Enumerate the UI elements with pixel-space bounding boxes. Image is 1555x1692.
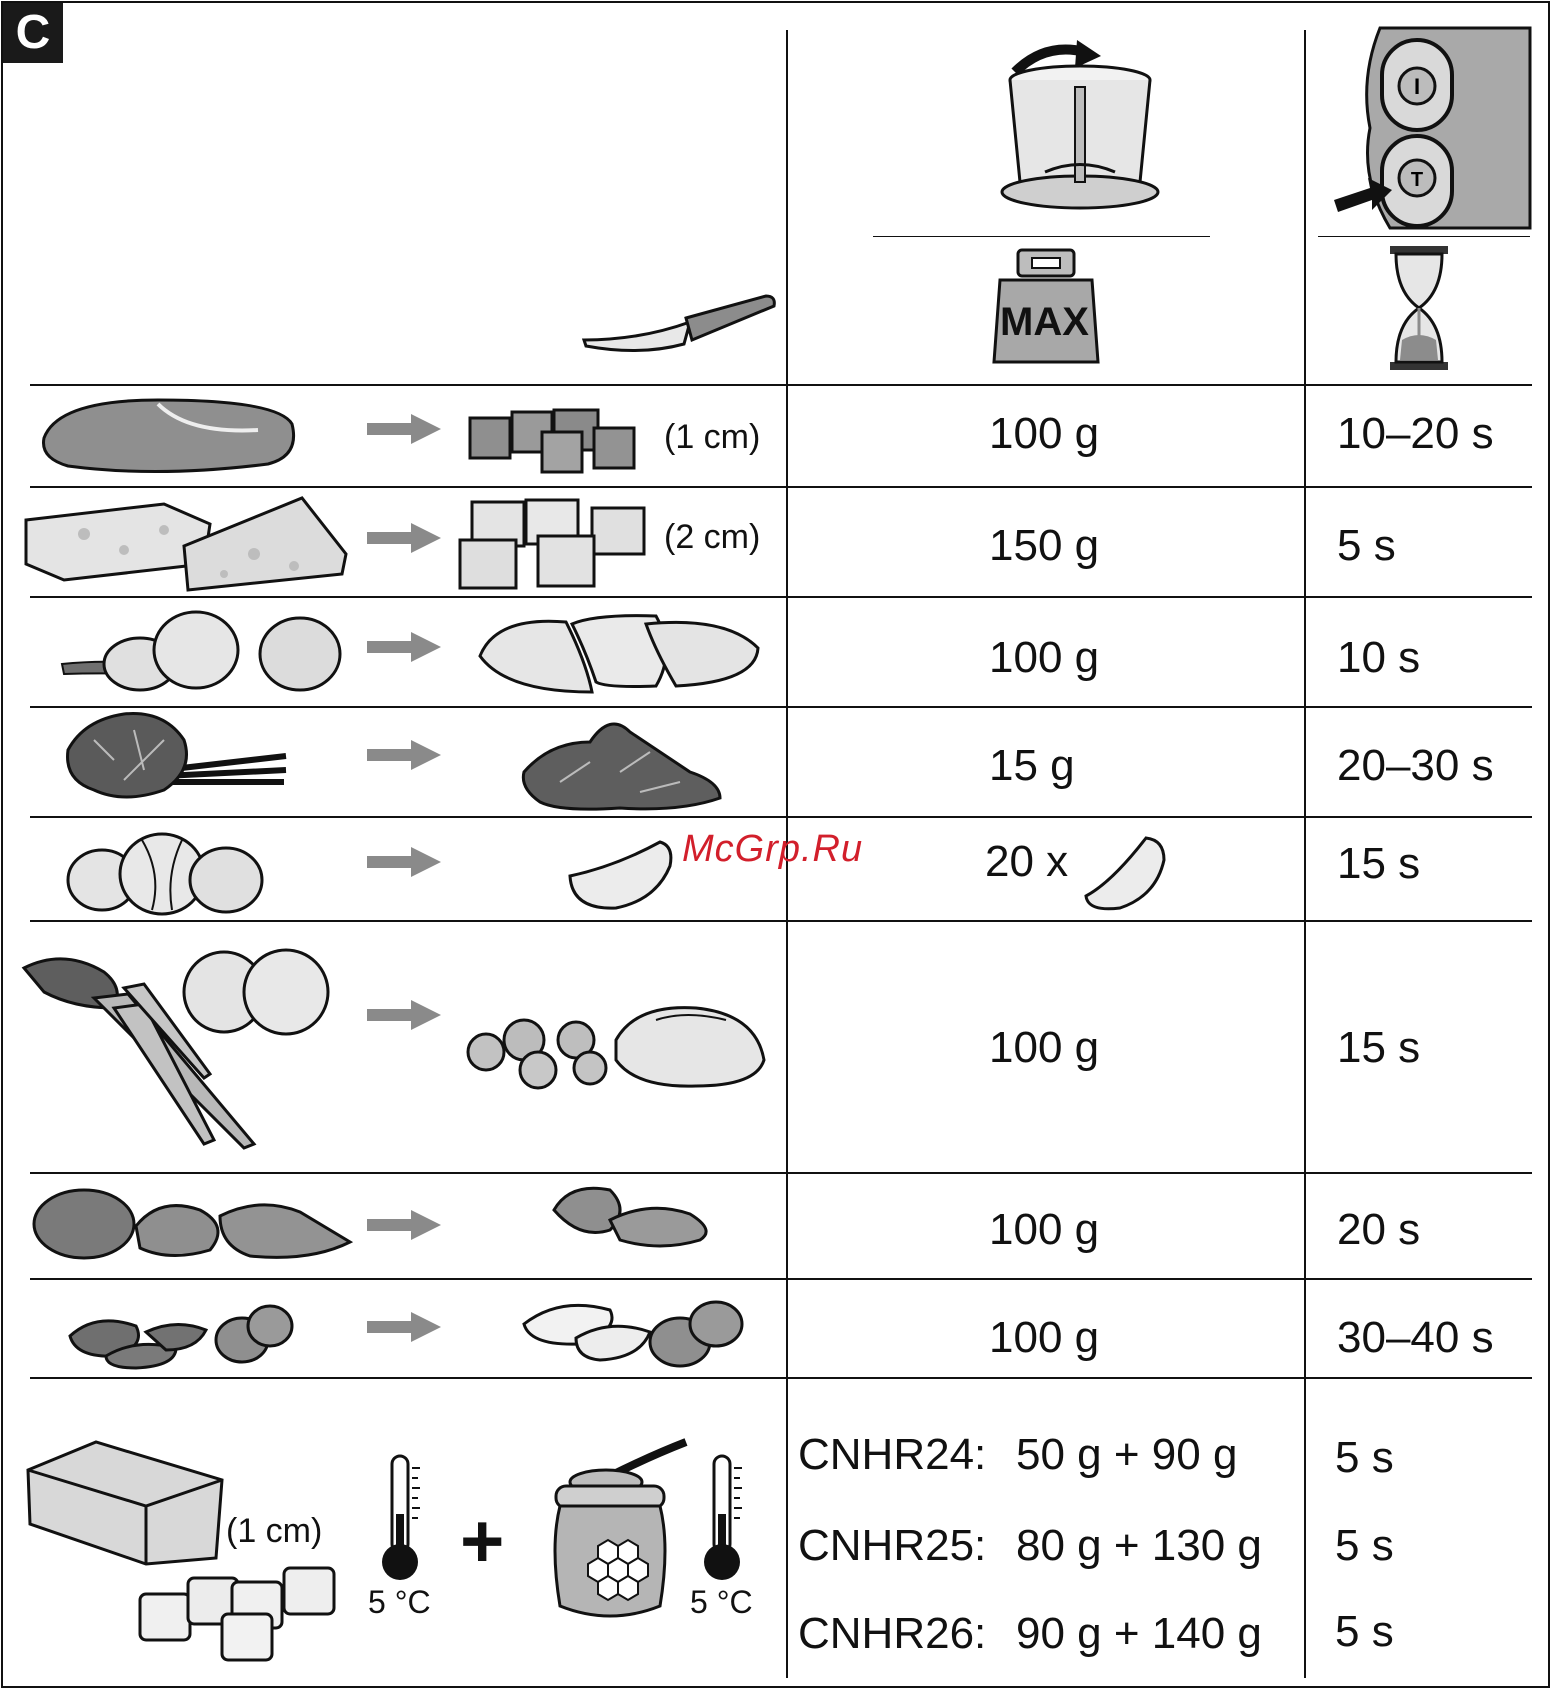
thermometer-icon bbox=[378, 1454, 428, 1584]
row-divider bbox=[30, 384, 1532, 386]
chopper-bowl-icon bbox=[985, 32, 1175, 212]
arrow-icon bbox=[367, 1210, 441, 1240]
time-cell: 10 s bbox=[1337, 636, 1420, 680]
row-divider bbox=[30, 706, 1532, 708]
row-divider bbox=[30, 1172, 1532, 1174]
time-cell: 15 s bbox=[1337, 842, 1420, 886]
herbs-icon bbox=[64, 710, 290, 804]
honey-jar-icon bbox=[550, 1436, 690, 1626]
arrow-icon bbox=[367, 414, 441, 444]
svg-text:T: T bbox=[1411, 169, 1423, 191]
row-divider bbox=[30, 596, 1532, 598]
time-cell: 15 s bbox=[1337, 1026, 1420, 1070]
time-cell: 5 s bbox=[1335, 1436, 1394, 1480]
garlic-clove-icon bbox=[1082, 832, 1168, 912]
temperature-label: 5 °C bbox=[690, 1584, 753, 1621]
arrow-icon bbox=[367, 1000, 441, 1030]
cube-size-label: (1 cm) bbox=[226, 1512, 322, 1551]
model-amounts: 80 g + 130 g bbox=[1016, 1524, 1262, 1568]
panel-label: C bbox=[3, 3, 63, 63]
cube-size-label: (2 cm) bbox=[664, 518, 760, 557]
row-divider bbox=[30, 1278, 1532, 1280]
chopped-herbs-icon bbox=[520, 712, 724, 816]
time-cell: 10–20 s bbox=[1337, 412, 1494, 456]
hourglass-icon bbox=[1388, 244, 1450, 372]
amount-cell: 100 g bbox=[989, 1316, 1099, 1360]
watermark: McGrp.Ru bbox=[682, 828, 863, 871]
turbo-button-icon: I T bbox=[1330, 28, 1530, 228]
butter-cubes-icon bbox=[136, 1560, 348, 1664]
arrow-icon bbox=[367, 740, 441, 770]
sliced-onion-icon bbox=[476, 612, 766, 696]
svg-text:I: I bbox=[1414, 74, 1420, 99]
row-divider bbox=[30, 486, 1532, 488]
cheese-cubes-icon bbox=[458, 498, 654, 592]
thermometer-icon bbox=[700, 1454, 750, 1584]
amount-cell: 100 g bbox=[989, 636, 1099, 680]
time-cell: 30–40 s bbox=[1337, 1316, 1494, 1360]
butter-block-icon bbox=[26, 1440, 226, 1566]
row-divider bbox=[30, 1377, 1532, 1379]
time-cell: 5 s bbox=[1335, 1524, 1394, 1568]
knife-icon bbox=[580, 288, 780, 358]
max-label: MAX bbox=[1000, 302, 1089, 342]
model-amounts: 90 g + 140 g bbox=[1016, 1612, 1262, 1656]
time-cell: 5 s bbox=[1335, 1610, 1394, 1654]
amount-cell: 150 g bbox=[989, 524, 1099, 568]
model-name: CNHR24: bbox=[798, 1433, 986, 1477]
row-divider bbox=[30, 816, 1532, 818]
arrow-icon bbox=[367, 523, 441, 553]
garlic-clove-icon bbox=[566, 836, 676, 912]
time-cell: 20–30 s bbox=[1337, 744, 1494, 788]
header-subdivider-amount bbox=[873, 236, 1210, 237]
model-name: CNHR26: bbox=[798, 1612, 986, 1656]
garlic-icon bbox=[62, 830, 268, 918]
model-amounts: 50 g + 90 g bbox=[1016, 1433, 1237, 1477]
amount-cell: 100 g bbox=[989, 412, 1099, 456]
amount-prefix: 20 x bbox=[985, 840, 1068, 884]
meat-cubes-icon bbox=[468, 406, 648, 476]
amount-cell: 100 g bbox=[989, 1208, 1099, 1252]
carrots-onions-icon bbox=[24, 948, 334, 1152]
temperature-label: 5 °C bbox=[368, 1584, 431, 1621]
arrow-icon bbox=[367, 632, 441, 662]
column-divider-2 bbox=[1304, 30, 1306, 1678]
arrow-icon bbox=[367, 847, 441, 877]
onions-icon bbox=[60, 602, 350, 694]
chopped-nuts-icon bbox=[520, 1288, 746, 1374]
sliced-carrots-onions-icon bbox=[466, 1000, 768, 1090]
row-divider bbox=[30, 920, 1532, 922]
header-subdivider-time bbox=[1318, 236, 1530, 237]
cheese-icon bbox=[24, 494, 350, 590]
arrow-icon bbox=[367, 1312, 441, 1342]
model-name: CNHR25: bbox=[798, 1524, 986, 1568]
walnuts-icon bbox=[30, 1186, 354, 1266]
amount-cell: 15 g bbox=[989, 744, 1075, 788]
plus-sign: + bbox=[460, 1504, 504, 1580]
almonds-hazelnuts-icon bbox=[66, 1296, 296, 1370]
cube-size-label: (1 cm) bbox=[664, 418, 760, 457]
meat-icon bbox=[38, 394, 298, 476]
time-cell: 20 s bbox=[1337, 1208, 1420, 1252]
amount-cell: 100 g bbox=[989, 1026, 1099, 1070]
time-cell: 5 s bbox=[1337, 524, 1396, 568]
chopped-walnuts-icon bbox=[550, 1180, 716, 1252]
